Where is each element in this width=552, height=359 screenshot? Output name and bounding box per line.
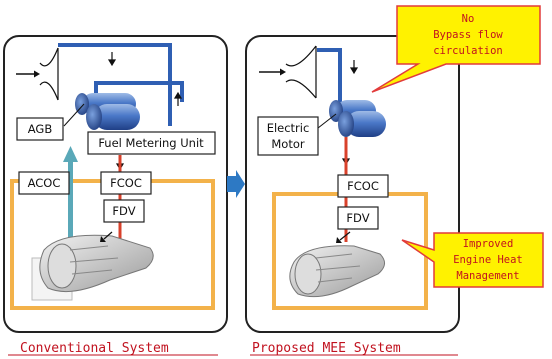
heat-callout-line3: Management bbox=[456, 270, 519, 282]
jet-engine-icon bbox=[31, 231, 154, 301]
fmu-box bbox=[87, 131, 216, 155]
acoc-box bbox=[18, 171, 70, 195]
fdv-box bbox=[337, 206, 379, 230]
conventional-caption: Conventional System bbox=[20, 341, 169, 356]
agb-box bbox=[16, 117, 64, 141]
fcoc-box bbox=[100, 171, 152, 195]
fdv-box bbox=[103, 199, 145, 223]
heat-callout-line2: Engine Heat bbox=[453, 254, 523, 266]
proposed-panel: Electric Motor FCOC FDV bbox=[245, 35, 460, 333]
inlet-arrow-icon bbox=[16, 70, 40, 78]
acoc-label: ACOC bbox=[28, 176, 61, 190]
oil-loop bbox=[272, 192, 428, 310]
inlet-funnel-icon bbox=[39, 47, 59, 101]
captions: Conventional System Proposed MEE System bbox=[8, 341, 458, 356]
fuel-line-blue bbox=[58, 43, 184, 126]
heat-callout: Improved Engine Heat Management bbox=[401, 232, 544, 288]
air-flow-arrow-icon bbox=[63, 146, 78, 240]
bypass-callout-line2: Bypass flow bbox=[433, 29, 503, 41]
agb-label: AGB bbox=[28, 122, 53, 136]
conventional-panel: AGB Fuel Metering Unit ACOC FCOC FDV bbox=[3, 35, 228, 333]
transition-arrow-icon bbox=[227, 170, 245, 198]
bypass-callout-line3: circulation bbox=[433, 45, 503, 57]
fdv-label: FDV bbox=[112, 204, 135, 218]
electric-motor-label-line2: Motor bbox=[271, 137, 305, 151]
fcoc-box bbox=[337, 174, 389, 198]
electric-motor-label-line1: Electric bbox=[267, 121, 310, 135]
jet-engine-icon bbox=[289, 231, 385, 298]
proposed-caption: Proposed MEE System bbox=[252, 341, 401, 356]
fdv-label: FDV bbox=[346, 211, 369, 225]
fcoc-label: FCOC bbox=[347, 179, 379, 193]
fmu-label: Fuel Metering Unit bbox=[98, 136, 204, 150]
oil-loop bbox=[10, 179, 215, 310]
bypass-callout-line1: No bbox=[462, 13, 475, 25]
inlet-funnel-icon bbox=[285, 45, 317, 99]
heat-callout-line1: Improved bbox=[463, 238, 514, 250]
electric-motor-box bbox=[257, 116, 319, 156]
inlet-arrow-icon bbox=[259, 68, 286, 76]
fcoc-label: FCOC bbox=[110, 176, 142, 190]
bypass-callout: No Bypass flow circulation bbox=[371, 5, 541, 93]
